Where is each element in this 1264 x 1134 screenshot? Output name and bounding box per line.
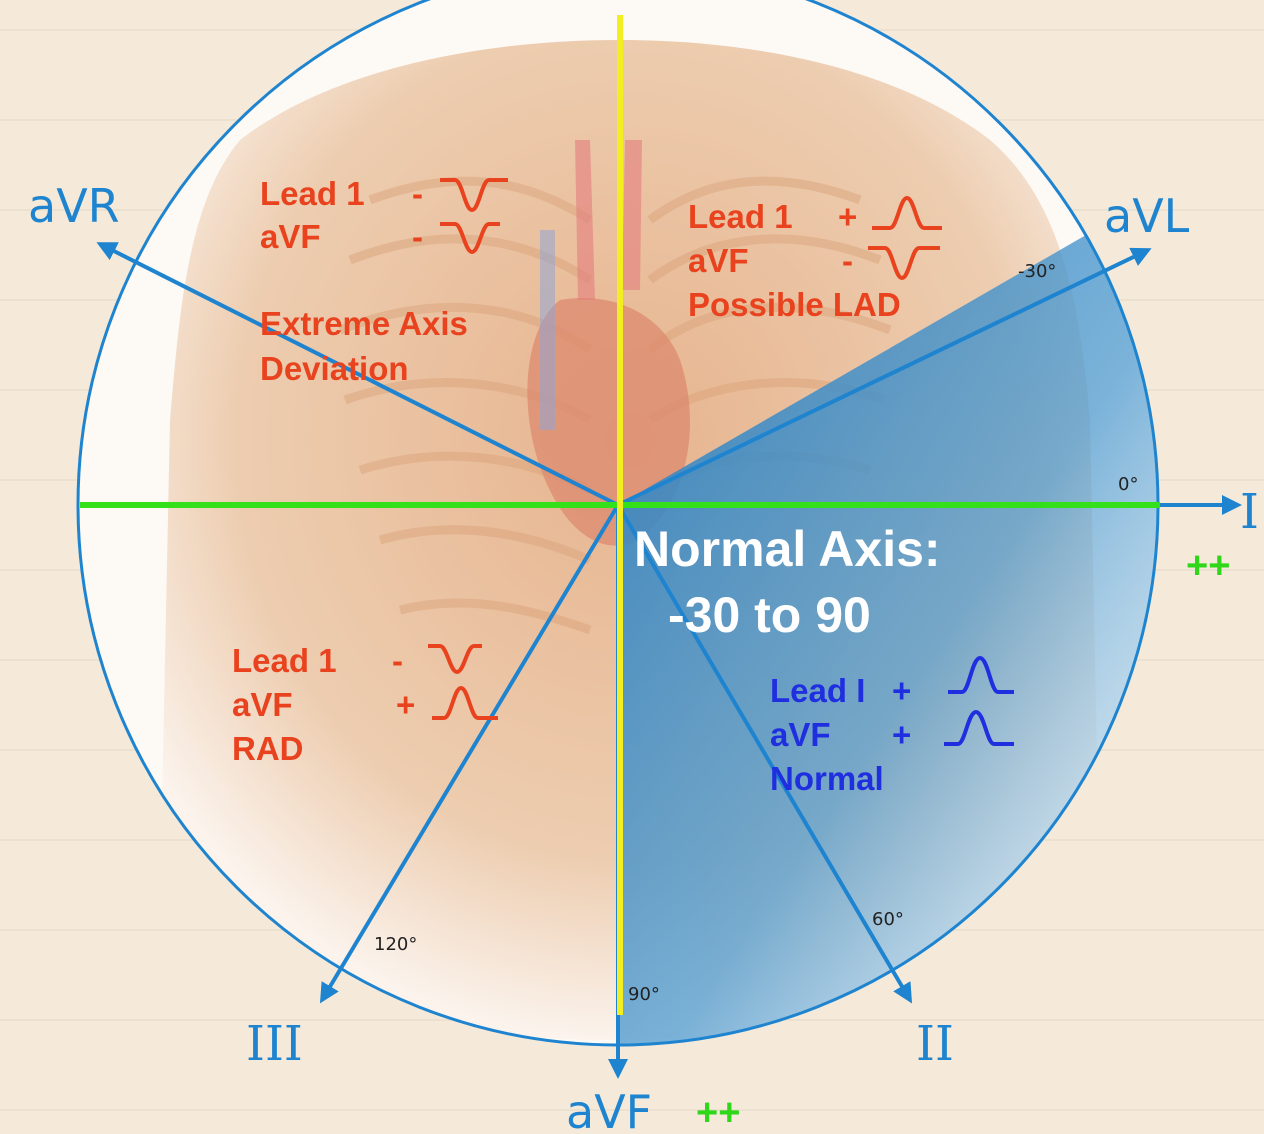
lad-avf-label: aVF	[688, 242, 749, 279]
degree-zero: 0°	[1118, 474, 1138, 495]
degree-sixty: 60°	[872, 909, 904, 930]
lead-i-plus-mark: ++	[1186, 545, 1230, 587]
lad-lead1-sign: +	[838, 198, 857, 235]
normal-axis-title: Normal Axis:	[634, 521, 941, 577]
extreme-lead1-sign: -	[412, 175, 423, 212]
avf-plus-mark: ++	[696, 1092, 740, 1134]
normal-lead1-sign: +	[892, 672, 911, 709]
normal-lead1-label: Lead I	[770, 672, 865, 709]
avl-label: aVL	[1104, 189, 1190, 243]
rad-avf-sign: +	[396, 686, 415, 723]
normal-avf-sign: +	[892, 716, 911, 753]
degree-ninety: 90°	[628, 984, 660, 1005]
lad-lead1-label: Lead 1	[688, 198, 793, 235]
extreme-avf-sign: -	[412, 218, 423, 255]
rad-lead1-label: Lead 1	[232, 642, 337, 679]
rad-label: RAD	[232, 730, 304, 767]
lead-iii-label: III	[246, 1016, 303, 1072]
lead-ii-label: II	[916, 1016, 954, 1072]
degree-one-twenty: 120°	[374, 934, 417, 955]
extreme-avf-label: aVF	[260, 218, 321, 255]
normal-label: Normal	[770, 760, 884, 797]
extreme-lead1-label: Lead 1	[260, 175, 365, 212]
extreme-deviation-line1: Extreme Axis	[260, 305, 468, 342]
avr-label: aVR	[28, 179, 120, 233]
extreme-deviation-line2: Deviation	[260, 350, 409, 387]
normal-avf-label: aVF	[770, 716, 831, 753]
rad-lead1-sign: -	[392, 642, 403, 679]
lead-i-label: I	[1240, 484, 1259, 540]
avf-label: aVF	[566, 1085, 652, 1134]
normal-axis-range: -30 to 90	[668, 587, 871, 643]
lad-avf-sign: -	[842, 242, 853, 279]
lad-possible-label: Possible LAD	[688, 286, 901, 323]
rad-avf-label: aVF	[232, 686, 293, 723]
degree-minus30: -30°	[1018, 261, 1056, 282]
